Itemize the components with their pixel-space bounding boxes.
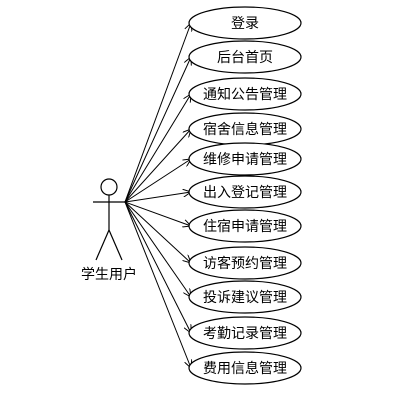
- use-case: 访客预约管理: [188, 246, 302, 280]
- use-case-label: 投诉建议管理: [203, 290, 287, 306]
- use-case: 住宿申请管理: [188, 209, 302, 243]
- use-case-ellipse: [188, 280, 302, 314]
- association-arrow: [124, 57, 191, 203]
- use-case-label: 住宿申请管理: [203, 218, 287, 235]
- use-case-ellipse: [188, 40, 302, 74]
- use-case-ellipse: [188, 142, 302, 176]
- actor-label: 学生用户: [81, 266, 137, 283]
- association-arrow: [124, 201, 191, 226]
- use-case: 出入登记管理: [188, 175, 302, 209]
- use-case-label: 通知公告管理: [203, 86, 287, 103]
- use-case: 费用信息管理: [188, 351, 302, 385]
- use-case-label: 费用信息管理: [203, 360, 287, 377]
- use-case-label: 登录: [231, 16, 259, 32]
- use-case-ellipse: [188, 6, 302, 40]
- use-case: 通知公告管理: [188, 77, 302, 111]
- use-case-label: 出入登记管理: [203, 185, 287, 201]
- use-case-label: 访客预约管理: [203, 255, 287, 272]
- association-arrow: [124, 201, 191, 297]
- association-arrow: [124, 159, 191, 203]
- use-case-ellipse: [188, 316, 302, 350]
- actor-head: [100, 178, 118, 196]
- use-case-ellipse: [188, 77, 302, 111]
- use-case-label: 考勤记录管理: [203, 326, 287, 342]
- association-arrow: [124, 201, 191, 368]
- actor-right-leg: [108, 229, 123, 261]
- use-case: 维修申请管理: [188, 142, 302, 176]
- use-case: 考勤记录管理: [188, 316, 302, 350]
- use-case-label: 后台首页: [217, 50, 273, 66]
- association-arrow: [124, 23, 191, 203]
- use-case-ellipse: [188, 175, 302, 209]
- association-arrow: [124, 201, 191, 263]
- use-case-label: 维修申请管理: [203, 152, 287, 168]
- association-arrow: [124, 129, 191, 203]
- use-cases: 登录后台首页通知公告管理宿舍信息管理维修申请管理出入登记管理住宿申请管理访客预约…: [188, 6, 302, 385]
- association-arrow: [124, 192, 191, 203]
- use-case-ellipse: [188, 351, 302, 385]
- associations: [124, 23, 191, 368]
- use-case-label: 宿舍信息管理: [203, 121, 287, 138]
- actor-left-leg: [95, 229, 110, 261]
- use-case: 宿舍信息管理: [188, 112, 302, 146]
- association-arrow: [124, 201, 191, 333]
- use-case: 后台首页: [188, 40, 302, 74]
- use-case: 投诉建议管理: [188, 280, 302, 314]
- use-case-ellipse: [188, 246, 302, 280]
- use-case: 登录: [188, 6, 302, 40]
- actor-figure: [93, 178, 125, 261]
- association-arrow: [124, 94, 191, 203]
- use-case-ellipse: [188, 209, 302, 243]
